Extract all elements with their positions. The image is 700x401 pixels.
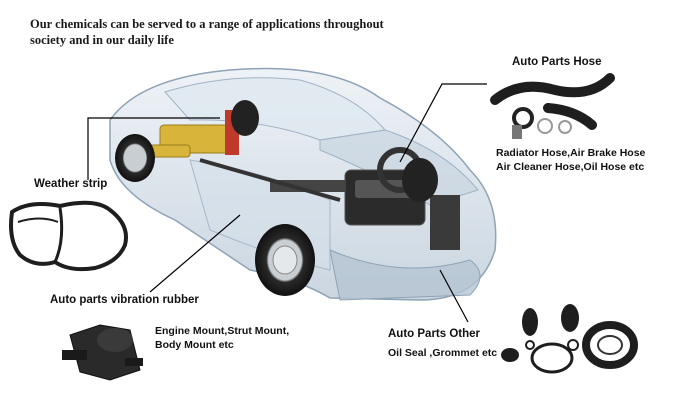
vibration-callout-title: Auto parts vibration rubber xyxy=(50,294,199,306)
engine-mount-image xyxy=(62,324,143,381)
vibration-callout-detail: Engine Mount,Strut Mount, Body Mount etc xyxy=(155,324,289,352)
hose-detail-line-2: Air Cleaner Hose,Oil Hose etc xyxy=(496,161,645,173)
hose-callout-detail: Radiator Hose,Air Brake Hose Air Cleaner… xyxy=(496,146,645,174)
weather-strip-image xyxy=(9,200,128,272)
leader-line-other xyxy=(439,269,469,323)
leader-line-hose xyxy=(399,83,487,163)
hose-callout-title: Auto Parts Hose xyxy=(512,56,602,68)
weather-strip-callout-title: Weather strip xyxy=(34,178,108,190)
hose-parts-image xyxy=(490,73,615,139)
vibration-detail-line-2: Body Mount etc xyxy=(155,339,234,351)
other-callout-detail: Oil Seal ,Grommet etc xyxy=(388,346,497,360)
headline-line-1: Our chemicals can be served to a range o… xyxy=(30,17,384,31)
other-detail-line-1: Oil Seal ,Grommet etc xyxy=(388,347,498,359)
leader-line-weather-strip xyxy=(87,117,220,180)
vibration-detail-line-1: Engine Mount,Strut Mount, xyxy=(155,325,290,337)
leader-line-vibration xyxy=(149,214,241,293)
seals-grommets-image xyxy=(501,304,638,374)
hose-detail-line-1: Radiator Hose,Air Brake Hose xyxy=(496,147,646,159)
headline-line-2: society and in our daily life xyxy=(30,33,174,47)
front-wheel xyxy=(255,158,438,296)
rear-wheel xyxy=(115,100,259,182)
page-headline: Our chemicals can be served to a range o… xyxy=(30,16,410,48)
other-callout-title: Auto Parts Other xyxy=(388,328,481,340)
leader-lines xyxy=(87,83,487,323)
